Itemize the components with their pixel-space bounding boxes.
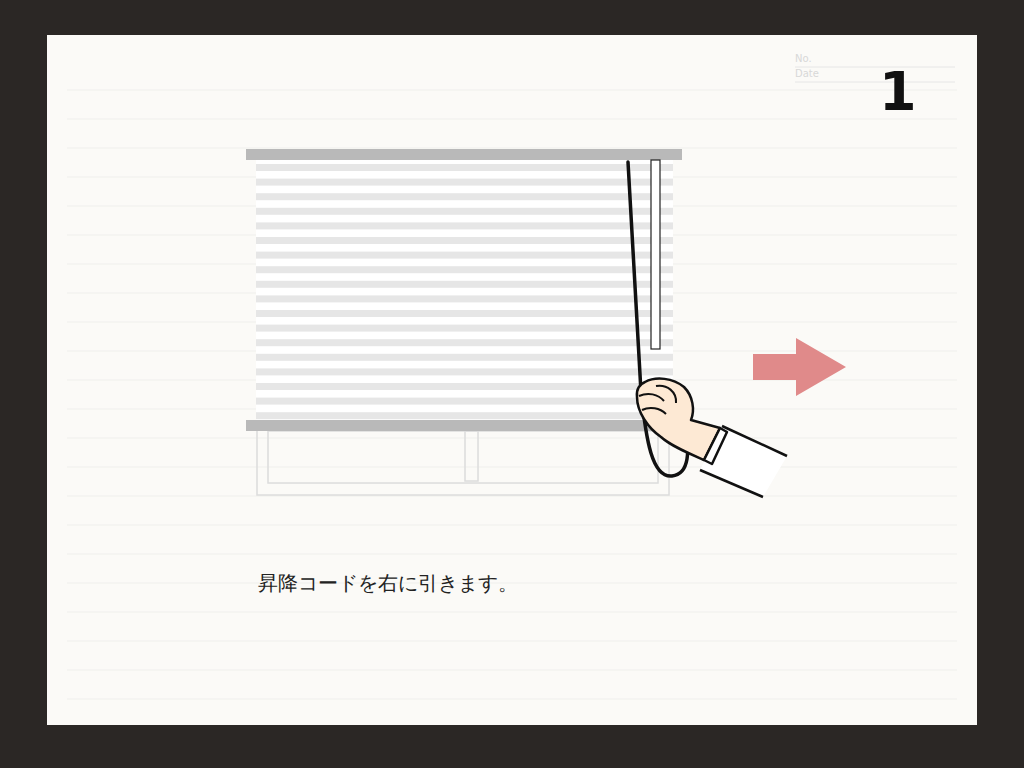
tilt-wand <box>651 160 660 349</box>
bottom-rail <box>246 420 682 431</box>
cuff <box>704 428 727 464</box>
step-number: 1 <box>879 62 917 121</box>
slat <box>256 281 673 288</box>
slat <box>256 383 673 390</box>
slat <box>256 252 673 259</box>
paper-sheet <box>47 35 977 725</box>
ruled-line <box>67 148 957 149</box>
sleeve-edge <box>722 426 787 456</box>
window-sash <box>268 431 658 483</box>
blind-body <box>256 160 673 420</box>
ruled-line <box>67 612 957 613</box>
window-mullion <box>465 431 478 481</box>
number-field: No. <box>795 53 812 64</box>
slat <box>256 266 673 273</box>
slat <box>256 222 673 229</box>
number-rule <box>795 67 955 68</box>
ruled-line <box>67 641 957 642</box>
slat <box>256 310 673 317</box>
slat <box>256 354 673 361</box>
slat <box>256 193 673 200</box>
date-rule <box>795 82 955 83</box>
date-field: Date <box>795 68 819 79</box>
ruled-line <box>67 525 957 526</box>
slat <box>256 339 673 346</box>
finger-line <box>642 408 666 414</box>
slat <box>256 179 673 186</box>
hand <box>637 379 720 460</box>
ruled-line <box>67 119 957 120</box>
ruled-line <box>67 467 957 468</box>
ruled-line <box>67 438 957 439</box>
sleeve-edge <box>700 470 763 497</box>
ruled-line <box>67 670 957 671</box>
finger-line <box>639 394 664 401</box>
thumb-line <box>656 386 676 403</box>
slat <box>256 412 673 419</box>
slat <box>256 237 673 244</box>
slat <box>256 295 673 302</box>
slat <box>256 368 673 375</box>
ruled-line <box>67 699 957 700</box>
ruled-lines <box>67 90 957 699</box>
slat <box>256 325 673 332</box>
slat <box>256 164 673 171</box>
slat <box>256 398 673 405</box>
slat <box>256 208 673 215</box>
blind-slats <box>256 164 673 419</box>
instruction-text: 昇降コードを右に引きます。 <box>258 572 518 594</box>
head-rail <box>246 149 682 160</box>
direction-arrow <box>753 338 846 396</box>
ruled-line <box>67 90 957 91</box>
ruled-line <box>67 554 957 555</box>
